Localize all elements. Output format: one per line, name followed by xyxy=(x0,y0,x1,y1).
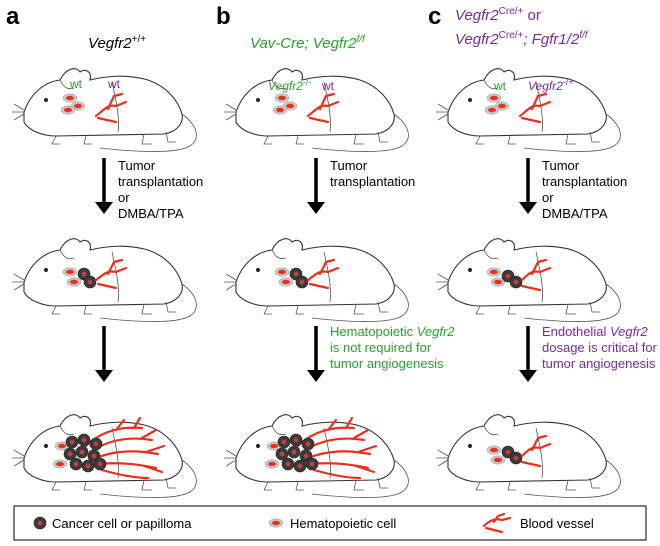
rat-a-2 xyxy=(11,238,197,323)
rat-b-2 xyxy=(223,238,409,323)
legend-vessel-label: Blood vessel xyxy=(520,516,594,531)
rat-b-3 xyxy=(223,414,409,499)
step1-text-c: Tumor transplantation or DMBA/TPA xyxy=(542,158,631,221)
arrow-b-1 xyxy=(307,158,325,214)
arrow-c-2 xyxy=(519,326,537,382)
legend-box xyxy=(13,505,647,541)
legend-hemato-label: Hematopoietic cell xyxy=(290,516,396,531)
panel-letter-c: c xyxy=(428,3,441,30)
step1-text-a: Tumor transplantation or DMBA/TPA xyxy=(118,158,207,221)
label-c-hemato: wt xyxy=(493,79,507,93)
rat-a-3 xyxy=(11,414,197,499)
label-b-hemato: Vegfr2-/- xyxy=(268,77,311,93)
rat-c-1 xyxy=(435,68,621,153)
legend-cancer-label: Cancer cell or papilloma xyxy=(52,516,192,531)
step2-text-b: Hematopoietic Vegfr2 is not required for… xyxy=(330,324,458,371)
legend-cancer-icon xyxy=(33,516,47,530)
label-a-endo: wt xyxy=(107,77,121,91)
rat-c-3 xyxy=(435,414,621,499)
step2-text-c: Endothelial Vegfr2 dosage is critical fo… xyxy=(542,324,660,371)
legend-vessel-icon xyxy=(482,512,512,534)
label-a-hemato: wt xyxy=(69,77,83,91)
panel-c-genotype-line2: Vegfr2Cre/+; Fgfr1/2f/f xyxy=(455,30,589,48)
arrow-a-2 xyxy=(95,326,113,382)
rat-c-2 xyxy=(435,238,621,323)
panel-b-genotype: Vav-Cre; Vegfr2f/f xyxy=(250,34,366,52)
arrow-a-1 xyxy=(95,158,113,214)
legend-hemato-icon xyxy=(268,518,284,528)
rat-b-1 xyxy=(223,68,409,153)
step1-text-b: Tumor transplantation xyxy=(330,158,415,189)
panel-a-genotype: Vegfr2+/+ xyxy=(88,34,146,52)
panel-c-genotype-line1: Vegfr2Cre/+ or xyxy=(455,6,541,24)
arrow-c-1 xyxy=(519,158,537,214)
panel-letter-a: a xyxy=(6,3,20,30)
label-c-endo: Vegfr2-/+ xyxy=(528,77,574,93)
label-b-endo: wt xyxy=(321,79,335,93)
panel-letter-b: b xyxy=(216,3,231,30)
arrow-b-2 xyxy=(307,326,325,382)
rat-a-1 xyxy=(11,68,197,153)
